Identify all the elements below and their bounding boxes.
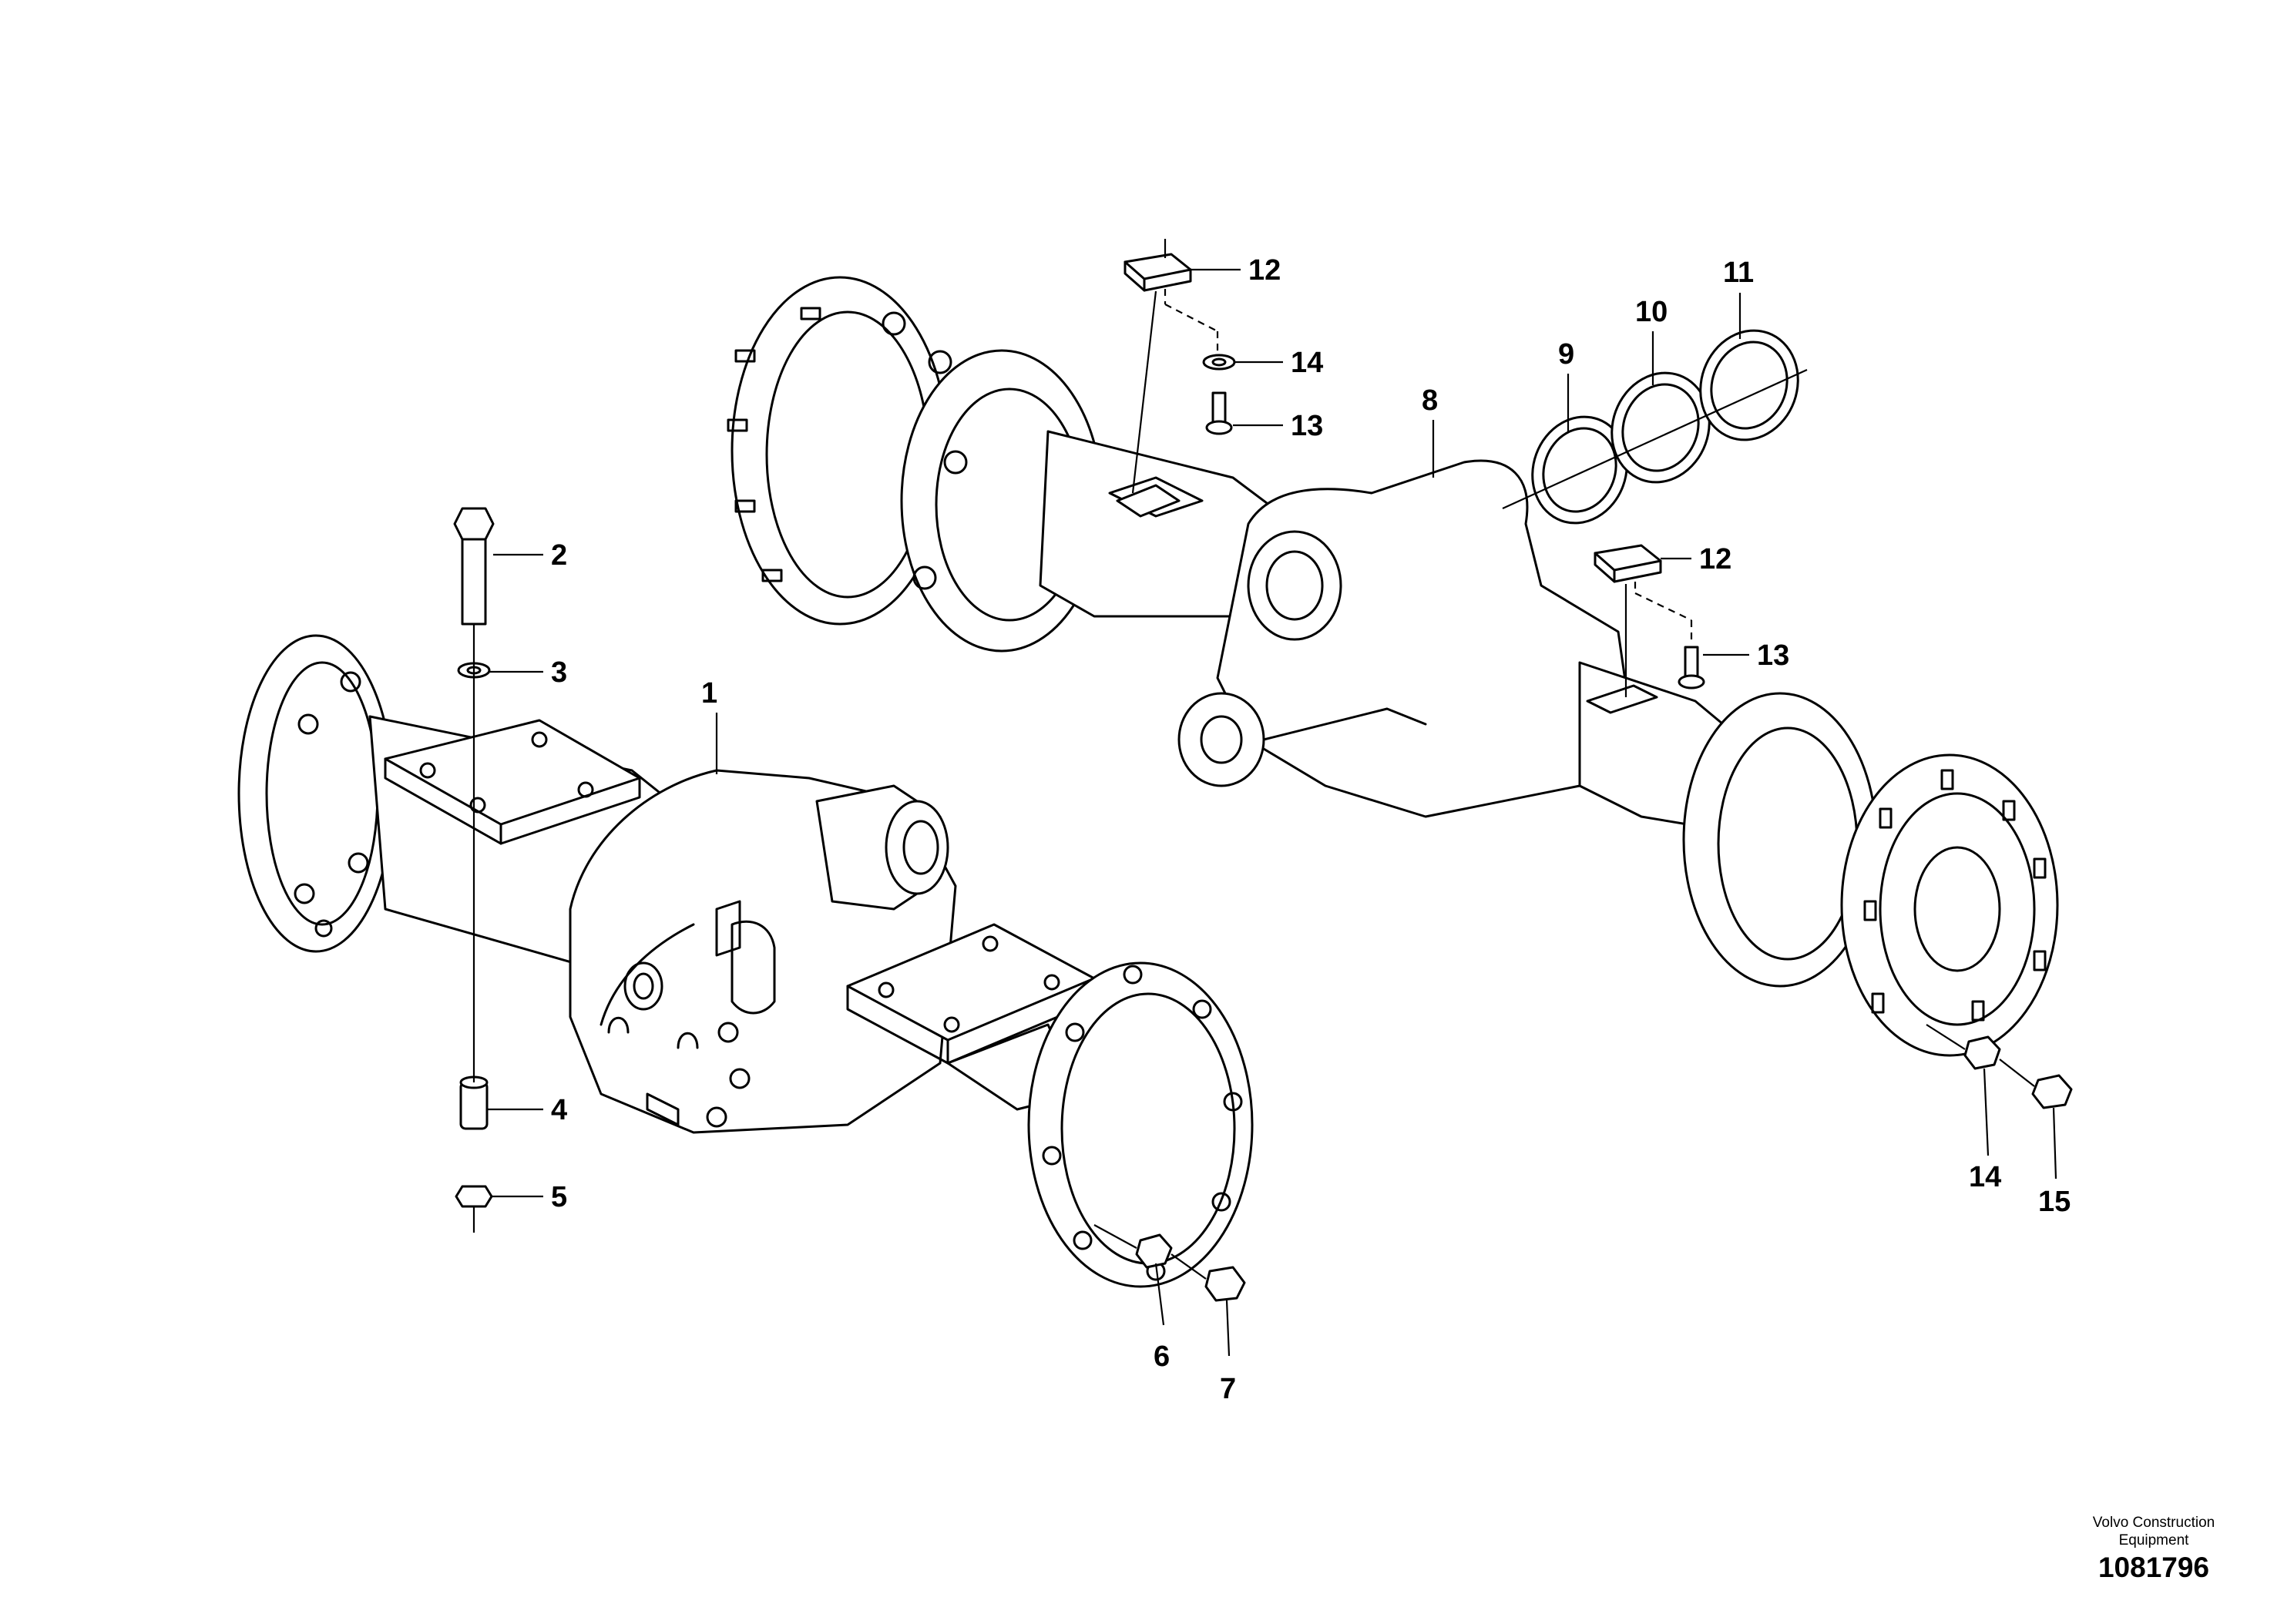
callout-12-upper: 12 xyxy=(1248,254,1281,287)
nut-part-6 xyxy=(1135,1233,1173,1269)
callout-13-lower: 13 xyxy=(1757,639,1789,672)
callout-1: 1 xyxy=(701,677,717,710)
drawing-number: 1081796 xyxy=(2098,1552,2210,1583)
callout-14-upper: 14 xyxy=(1291,347,1323,379)
shim-part-10 xyxy=(1611,371,1711,484)
callout-11: 11 xyxy=(1723,257,1754,289)
bolt-part-13-lower xyxy=(1678,646,1705,690)
leader-lines xyxy=(487,268,2057,1357)
washer-part-14-upper xyxy=(1202,354,1236,371)
callout-9: 9 xyxy=(1558,338,1574,371)
callout-15: 15 xyxy=(2038,1186,2071,1218)
spacer-part-4 xyxy=(459,1075,489,1130)
callout-10: 10 xyxy=(1635,296,1668,328)
company-line-2: Equipment xyxy=(2118,1532,2189,1549)
nut-part-5 xyxy=(455,1185,493,1208)
company-label: Volvo Construction Equipment xyxy=(2038,1514,2269,1549)
callout-8: 8 xyxy=(1422,384,1438,417)
nut-part-14-rear xyxy=(1963,1035,2001,1070)
bolt-part-13-upper xyxy=(1205,391,1233,435)
pad-part-12-lower xyxy=(1594,544,1662,583)
shim-part-9 xyxy=(1531,415,1628,525)
front-axle-housing xyxy=(237,634,1254,1288)
nut-part-15 xyxy=(2031,1074,2073,1109)
bolt-part-2 xyxy=(453,507,495,626)
pad-part-12-upper xyxy=(1123,253,1192,292)
callout-12-lower: 12 xyxy=(1699,543,1731,575)
rear-axle-housing xyxy=(727,276,2059,1057)
nut-part-7 xyxy=(1204,1266,1246,1302)
callout-2: 2 xyxy=(551,539,567,572)
callout-13-upper: 13 xyxy=(1291,410,1323,442)
callout-14-lower: 14 xyxy=(1969,1161,2001,1193)
callout-4: 4 xyxy=(551,1094,567,1126)
callout-7: 7 xyxy=(1220,1373,1236,1405)
callout-3: 3 xyxy=(551,656,567,689)
callout-6: 6 xyxy=(1154,1340,1170,1373)
shim-part-11 xyxy=(1699,329,1799,441)
company-line-1: Volvo Construction xyxy=(2092,1515,2215,1531)
callout-5: 5 xyxy=(551,1181,567,1213)
